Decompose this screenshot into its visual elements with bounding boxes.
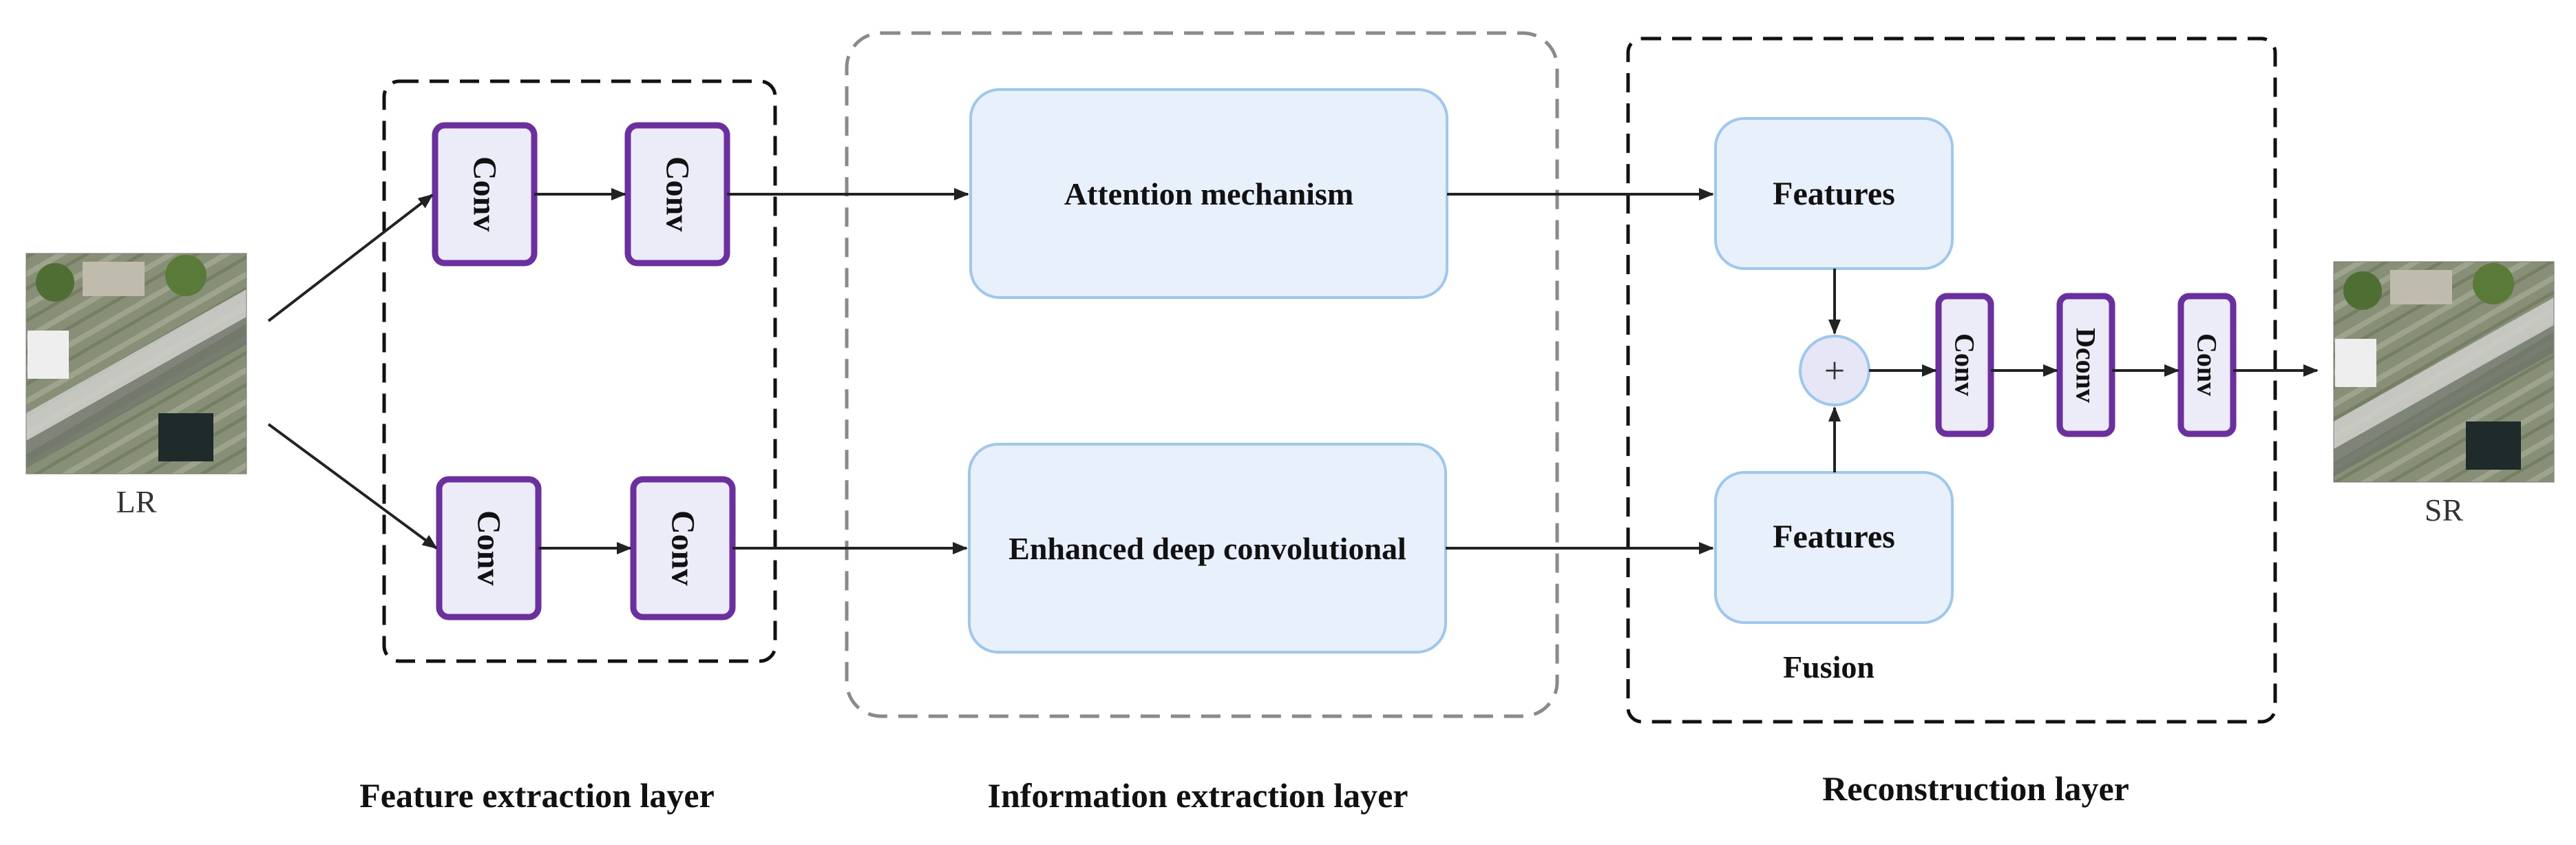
arrow-lr-to-bottom	[267, 423, 438, 550]
conv-label-bottom-2: Conv	[664, 510, 701, 586]
plus-symbol: +	[1824, 350, 1846, 391]
arrow-lr-to-top	[267, 194, 434, 322]
conv-label-bottom-1: Conv	[470, 510, 507, 586]
sr-label: SR	[2424, 492, 2464, 528]
fusion-label: Fusion	[1783, 649, 1875, 685]
reconstruction-group	[1626, 36, 2277, 724]
lr-label: LR	[116, 484, 157, 519]
connection-arrows	[267, 188, 2319, 554]
conv-label-recon-1: Conv	[1949, 333, 1981, 397]
conv-label-recon-2: Conv	[2191, 333, 2223, 397]
reconstruction-title: Reconstruction layer	[1822, 769, 2129, 808]
attention-label: Attention mechanism	[1064, 176, 1354, 211]
feature-extraction-group	[382, 79, 777, 663]
dconv-box	[2056, 293, 2115, 437]
features-top-label: Features	[1773, 175, 1895, 212]
information-extraction-title: Information extraction layer	[987, 776, 1408, 815]
conv-box-recon-1	[1935, 293, 1994, 437]
sr-image	[2333, 261, 2555, 483]
conv-label-top-2: Conv	[659, 156, 696, 232]
feature-extraction-title: Feature extraction layer	[359, 776, 715, 815]
conv-label-top-1: Conv	[466, 156, 503, 232]
enhanced-label: Enhanced deep convolutional	[1009, 530, 1406, 566]
dconv-label: Dconv	[2070, 327, 2102, 403]
features-bottom-label: Features	[1773, 518, 1895, 555]
lr-image	[25, 253, 247, 474]
conv-box-recon-2	[2177, 293, 2237, 437]
information-extraction-group	[845, 31, 1559, 718]
